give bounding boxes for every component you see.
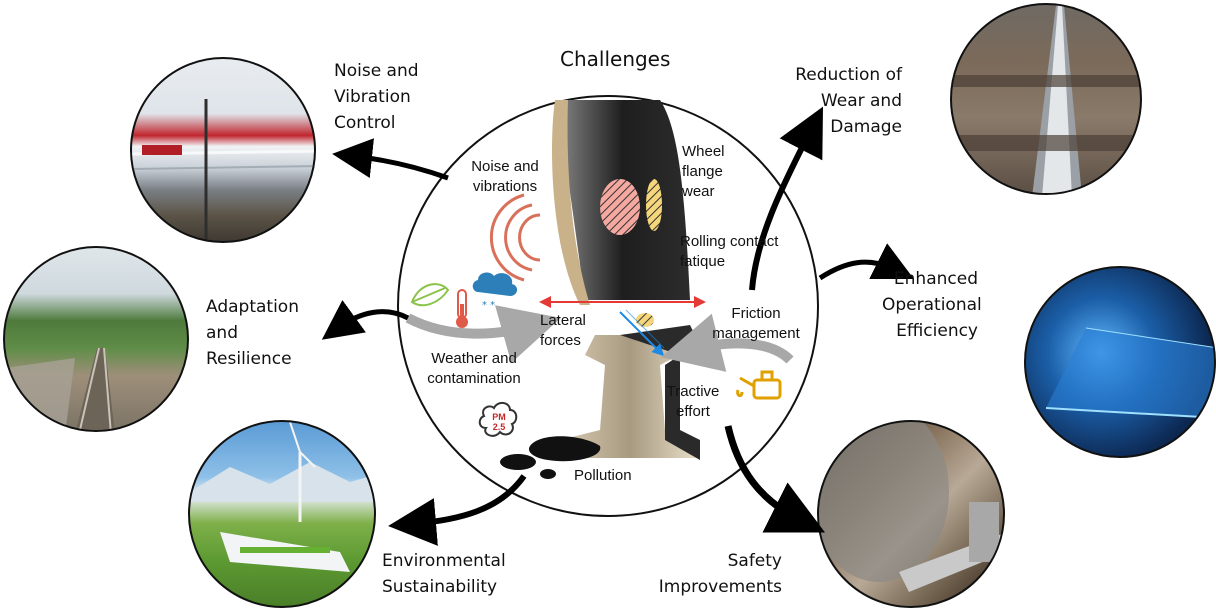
label-noise-vibrations: Noise and vibrations [471, 158, 539, 195]
arrow-to-wear [749, 106, 824, 291]
wheel-closeup [819, 422, 1003, 592]
photo-flooded-track [3, 246, 189, 432]
arrow-to-environment [388, 474, 527, 546]
photo-worn-rail [950, 3, 1142, 195]
train-streaks [132, 99, 314, 241]
photo-wheel-rail-contact [817, 420, 1005, 608]
arrow-to-efficiency [818, 243, 914, 281]
weather-contamination-arrow [405, 305, 561, 363]
pm25-badge-text: PM 2.5 [492, 412, 506, 432]
flange-wear-hatch-red [600, 179, 640, 235]
svg-text:* *: * * [482, 300, 495, 311]
thermometer-icon [456, 289, 468, 328]
rail-closeup [952, 5, 1140, 193]
center-title: Challenges [560, 47, 671, 71]
label-lateral-forces: Lateral forces [540, 312, 586, 349]
friction-management-arrow [660, 313, 794, 372]
pollution-blobs [500, 436, 601, 479]
arrow-to-noise-control [332, 138, 449, 181]
outcome-wear-reduction: Reduction of Wear and Damage [795, 65, 902, 137]
label-tractive-effort: Tractive effort [666, 383, 720, 420]
photo-futuristic-train [1024, 266, 1216, 458]
outcome-environmental-sustainability: Environmental Sustainability [382, 551, 506, 597]
friction-blue-arrow [619, 311, 665, 357]
wind-turbine-and-train [190, 422, 374, 572]
outcome-noise-control: Noise and Vibration Control [334, 61, 419, 133]
outcome-operational-efficiency: Enhanced Operational Efficiency [882, 269, 982, 341]
contact-patch-hatch [636, 313, 654, 327]
label-friction-management: Friction management [712, 305, 800, 342]
arrow-to-adaptation [321, 300, 410, 340]
label-pollution: Pollution [574, 467, 632, 484]
noise-waves-icon [489, 193, 541, 282]
snow-cloud-icon: * * [472, 272, 518, 311]
photo-green-train [188, 420, 376, 608]
outcome-adaptation-resilience: Adaptation and Resilience [206, 297, 299, 369]
track-rails [5, 347, 115, 430]
futuristic-train-glow [1045, 327, 1214, 419]
arrow-to-safety [724, 425, 826, 533]
label-wheel-flange-wear: Wheel flange wear [682, 143, 725, 200]
label-rolling-contact-fatigue: Rolling contact fatique [680, 233, 779, 270]
photo-high-speed-train [130, 57, 316, 243]
outcome-safety-improvements: Safety Improvements [658, 551, 782, 597]
pm25-icon [478, 402, 518, 437]
leaf-icon [410, 283, 450, 307]
oil-can-icon [736, 370, 782, 400]
flange-wear-hatch-yellow [646, 179, 662, 231]
label-weather-contamination: Weather and contamination [427, 350, 521, 387]
